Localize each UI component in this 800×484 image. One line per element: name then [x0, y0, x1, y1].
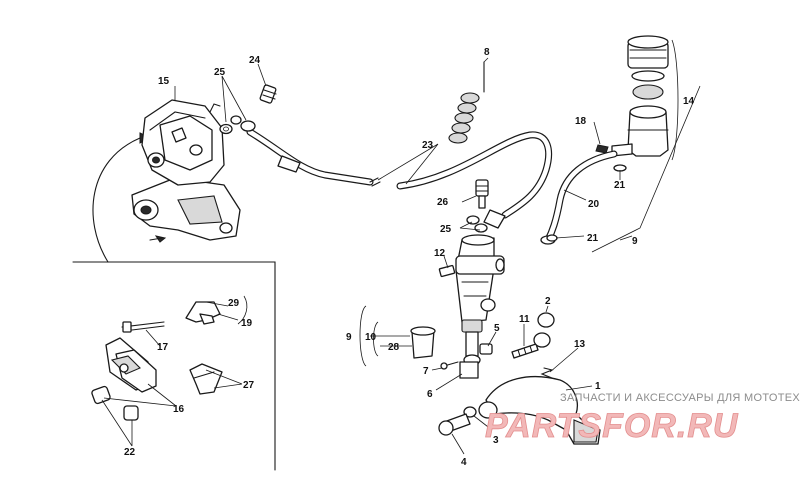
clips — [185, 301, 221, 325]
watermark-logo: PARTSFOR.RU — [485, 407, 739, 445]
callout-numbers: 1 2 3 4 5 6 7 8 9 9 10 11 12 13 14 15 16… — [124, 47, 695, 468]
callout-11: 11 — [519, 314, 530, 325]
pedal-pivot-bolt — [511, 312, 555, 359]
callout-4: 4 — [461, 457, 467, 468]
rubber-cup — [410, 326, 436, 359]
callout-5: 5 — [494, 323, 500, 334]
watermark: ЗАПЧАСТИ И АКСЕССУАРЫ ДЛЯ МОТОТЕХНИКИ PA… — [485, 392, 800, 445]
brake-fluid-reservoir — [595, 35, 669, 157]
rear-master-cylinder — [455, 234, 505, 366]
callout-27: 27 — [243, 380, 255, 391]
bushes — [91, 385, 139, 421]
mounting-bolt-12 — [438, 264, 456, 278]
callout-13: 13 — [574, 339, 586, 350]
callout-2: 2 — [545, 296, 551, 307]
callout-8: 8 — [484, 47, 490, 58]
callout-7: 7 — [423, 366, 429, 377]
callout-21-lower: 21 — [587, 233, 599, 244]
inset-frame — [72, 261, 276, 471]
callout-16: 16 — [173, 404, 185, 415]
brake-pads — [105, 337, 157, 393]
callout-19: 19 — [241, 318, 253, 329]
callout-9-left: 9 — [346, 332, 352, 343]
callout-9-right: 9 — [632, 236, 638, 247]
callout-22: 22 — [124, 447, 136, 458]
dust-boot — [448, 61, 485, 144]
callout-6: 6 — [427, 389, 433, 400]
callout-18: 18 — [575, 116, 587, 127]
callout-23: 23 — [422, 140, 434, 151]
callout-1: 1 — [595, 381, 601, 392]
pad-springs — [189, 363, 223, 395]
callout-26: 26 — [437, 197, 449, 208]
rear-brake-caliper — [131, 99, 241, 243]
callout-25-lower: 25 — [440, 224, 452, 235]
callout-3: 3 — [493, 435, 499, 446]
callout-14: 14 — [683, 96, 695, 107]
callout-10: 10 — [365, 332, 377, 343]
reservoir-hose — [540, 150, 618, 245]
watermark-caption: ЗАПЧАСТИ И АКСЕССУАРЫ ДЛЯ МОТОТЕХНИКИ — [560, 392, 800, 404]
pedal-bolt — [438, 406, 477, 436]
brake-pedal — [478, 375, 601, 445]
clevis-and-bolt — [459, 343, 493, 379]
cotter-pin — [440, 361, 459, 370]
banjo-bolt-upper — [219, 84, 277, 135]
callout-21-upper: 21 — [614, 180, 626, 191]
callout-24: 24 — [249, 55, 261, 66]
callout-12: 12 — [434, 248, 446, 259]
callout-17: 17 — [157, 342, 169, 353]
callout-25-upper: 25 — [214, 67, 226, 78]
leader-lines — [101, 39, 701, 455]
brake-light-switch — [466, 179, 489, 233]
brake-hose — [246, 128, 553, 229]
callout-28: 28 — [388, 342, 400, 353]
callout-29: 29 — [228, 298, 240, 309]
callout-20: 20 — [588, 199, 600, 210]
callout-15: 15 — [158, 76, 170, 87]
pad-pins — [121, 321, 165, 333]
